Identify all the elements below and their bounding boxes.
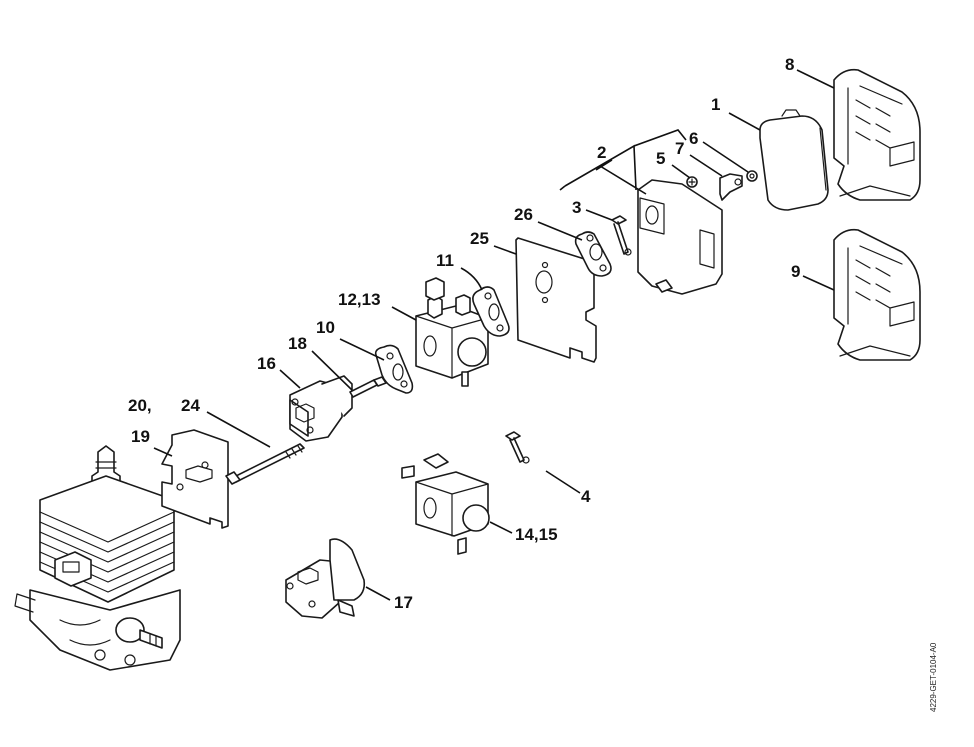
- callout-10: 10: [316, 318, 335, 337]
- leader-26: [537, 221, 583, 241]
- leader-8: [796, 69, 835, 89]
- part-26-gasket: [574, 231, 612, 277]
- engine-block: [14, 445, 181, 671]
- callout-9: 9: [791, 262, 801, 281]
- callout-25: 25: [470, 229, 489, 248]
- part-9-filter-cover: [833, 228, 921, 361]
- leader-4: [545, 470, 581, 494]
- reference-code: 4229-GET-0104-A0: [929, 642, 938, 712]
- part-7-clip: [719, 173, 743, 201]
- callout-20: 20,: [128, 396, 152, 415]
- leader-17: [365, 586, 391, 601]
- callout-17: 17: [394, 593, 413, 612]
- leader-6: [702, 141, 749, 173]
- callout-18: 18: [288, 334, 307, 353]
- part-5-nut: [686, 176, 698, 188]
- leader-24: [206, 411, 271, 448]
- callout-7: 7: [675, 139, 685, 158]
- part-8-filter-cover: [833, 68, 921, 201]
- part-16-manifold: [289, 375, 353, 442]
- part-14-15-carburetor-alt: [401, 453, 490, 555]
- leader-18: [311, 350, 353, 391]
- callout-5: 5: [656, 149, 666, 168]
- part-3-choke-lever: [611, 215, 632, 256]
- callout-3: 3: [572, 198, 582, 217]
- part-11-gasket: [472, 286, 510, 337]
- part-25-baffle-plate: [515, 237, 597, 363]
- callout-19: 19: [131, 427, 150, 446]
- callout-1: 1: [711, 95, 721, 114]
- callout-2: 2: [597, 143, 607, 162]
- callout-26: 26: [514, 205, 533, 224]
- callout-4: 4: [581, 487, 591, 506]
- callout-24: 24: [181, 396, 200, 415]
- leader-11: [460, 267, 483, 291]
- part-2-filter-base: [637, 179, 723, 295]
- leader-14-15: [489, 521, 513, 534]
- part-12-13-carburetor: [415, 277, 489, 387]
- leader-7: [689, 154, 723, 177]
- callout-11: 11: [436, 251, 454, 270]
- callout-12-13: 12,13: [338, 290, 381, 309]
- leader-3: [585, 209, 613, 221]
- leader-9: [802, 275, 835, 291]
- leader-19: [153, 447, 173, 457]
- part-18-screw: [349, 376, 387, 398]
- part-4-choke-lever-alt: [505, 431, 530, 464]
- part-10-gasket: [374, 344, 414, 394]
- callout-14-15: 14,15: [515, 525, 558, 544]
- callout-8: 8: [785, 55, 795, 74]
- leader-lines: [153, 69, 835, 601]
- callout-16: 16: [257, 354, 276, 373]
- leader-16: [279, 369, 301, 389]
- leader-25: [493, 245, 517, 255]
- leader-1: [728, 112, 761, 131]
- leader-5: [671, 164, 691, 179]
- leader-2-bracket: [559, 129, 687, 191]
- leader-12-13: [391, 306, 417, 321]
- callout-6: 6: [689, 129, 699, 148]
- part-19-gasket-plate: [161, 429, 229, 529]
- part-1-air-filter: [759, 109, 829, 211]
- leader-10: [339, 338, 385, 361]
- part-17-manifold-alt: [285, 538, 366, 619]
- part-6-washer: [746, 170, 758, 182]
- part-24-long-screw: [225, 443, 305, 485]
